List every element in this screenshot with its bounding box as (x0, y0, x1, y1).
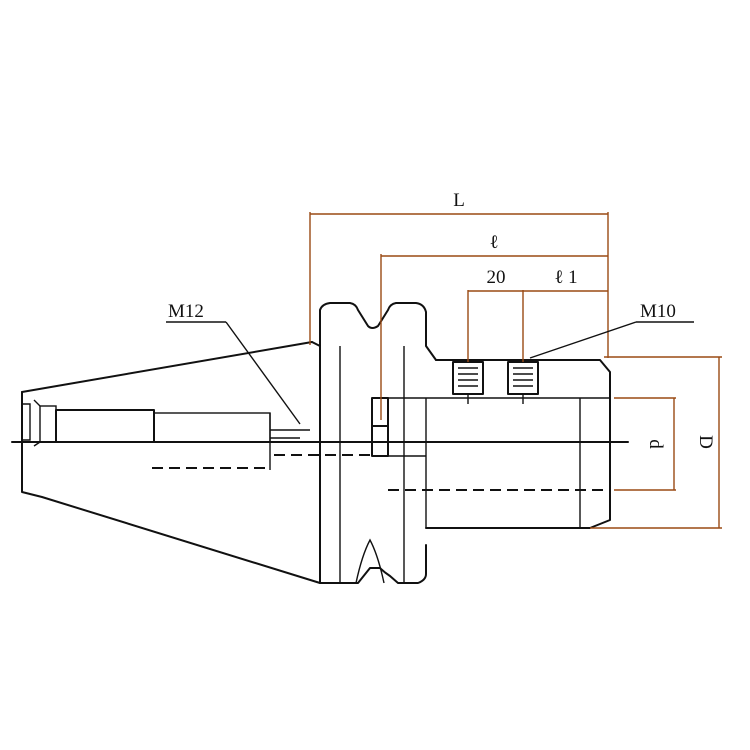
dimension-20-label: 20 (487, 267, 506, 288)
retention-knob-recess (55, 409, 271, 470)
dimension-d: d (614, 397, 676, 491)
collar-ring (371, 397, 389, 457)
set-screw-2 (507, 361, 539, 404)
leader-m12: M12 (166, 301, 301, 425)
bore-hidden-lines (274, 454, 610, 491)
m12-label: M12 (168, 301, 204, 322)
leader-m10: M10 (529, 301, 694, 359)
taper-shank (21, 341, 321, 584)
cylindrical-body (388, 359, 611, 529)
dimension-l: ℓ (380, 232, 608, 420)
v-flange (311, 302, 437, 584)
m10-label: M10 (640, 301, 676, 322)
dimension-D-label: D (695, 435, 716, 449)
dimension-l-label: ℓ (489, 232, 498, 253)
dimension-d-label: d (645, 439, 666, 449)
dimension-l1-label: ℓ 1 (554, 267, 577, 288)
m12-thread (270, 429, 310, 439)
dimension-D: D (590, 356, 722, 529)
dimension-L: L (309, 190, 609, 358)
dimension-L-label: L (453, 190, 465, 211)
dimension-20-l1: 20 ℓ 1 (467, 267, 608, 362)
